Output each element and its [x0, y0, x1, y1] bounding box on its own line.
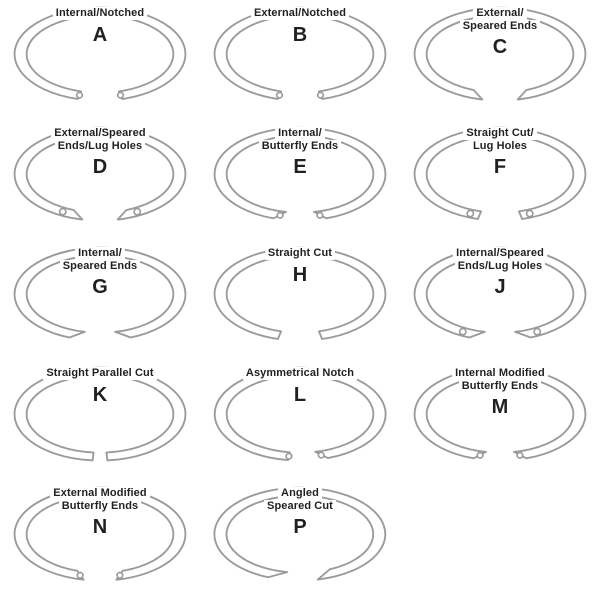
retaining-ring-illustration: [13, 366, 187, 462]
ring-outline: [213, 126, 387, 220]
lug-hole: [58, 207, 67, 216]
ring-type-cell: External/Notched B: [200, 0, 400, 120]
lug-hole: [133, 207, 142, 216]
ring-outline: [413, 126, 587, 220]
retaining-ring-illustration: [13, 6, 187, 100]
ring-outline: [13, 126, 187, 221]
ring-outline: [213, 486, 387, 581]
retaining-ring-illustration: [213, 6, 387, 100]
lug-hole: [458, 327, 467, 336]
ring-outline: [213, 246, 387, 340]
lug-hole: [525, 209, 534, 218]
end-notch: [316, 211, 324, 219]
retaining-ring-illustration: [13, 486, 187, 581]
ring-type-cell: Internal/Notched A: [0, 0, 200, 120]
retaining-ring-illustration: [213, 246, 387, 340]
retaining-ring-illustration: [213, 486, 387, 581]
ring-outline: [413, 366, 587, 460]
ring-outline: [13, 6, 187, 100]
end-notch: [316, 91, 325, 99]
lug-hole: [533, 327, 542, 336]
ring-outline: [13, 366, 187, 462]
ring-outline: [13, 246, 187, 339]
end-notch: [275, 91, 284, 99]
ring-type-cell: Straight Cut H: [200, 240, 400, 360]
retaining-ring-illustration: [213, 126, 387, 220]
ring-outline: [413, 6, 587, 101]
end-notch: [276, 211, 284, 219]
retaining-ring-illustration: [213, 366, 387, 462]
end-notch: [516, 451, 524, 459]
end-notch: [285, 452, 293, 460]
retaining-ring-illustration: [413, 246, 587, 339]
retaining-ring-illustration: [413, 126, 587, 220]
ring-outline: [213, 366, 387, 462]
retaining-ring-illustration: [13, 126, 187, 221]
end-notch: [476, 451, 484, 459]
ring-type-cell: External/Speared Ends C: [400, 0, 600, 120]
ring-outline: [413, 246, 587, 339]
ring-type-cell: Straight Cut/Lug Holes F: [400, 120, 600, 240]
retaining-ring-illustration: [13, 246, 187, 339]
end-notch: [75, 91, 84, 99]
retaining-ring-illustration: [413, 6, 587, 101]
ring-type-cell: Internal/Speared Ends G: [0, 240, 200, 360]
end-notch: [76, 571, 84, 579]
lug-hole: [466, 209, 475, 218]
ring-outline: [13, 486, 187, 581]
retaining-ring-illustration: [413, 366, 587, 460]
ring-outline: [213, 6, 387, 100]
ring-type-cell: Straight Parallel Cut K: [0, 360, 200, 480]
ring-type-cell: Internal/Butterfly Ends E: [200, 120, 400, 240]
end-notch: [116, 91, 125, 99]
ring-type-cell: Asymmetrical Notch L: [200, 360, 400, 480]
end-notch: [317, 451, 325, 459]
end-notch: [116, 571, 124, 579]
